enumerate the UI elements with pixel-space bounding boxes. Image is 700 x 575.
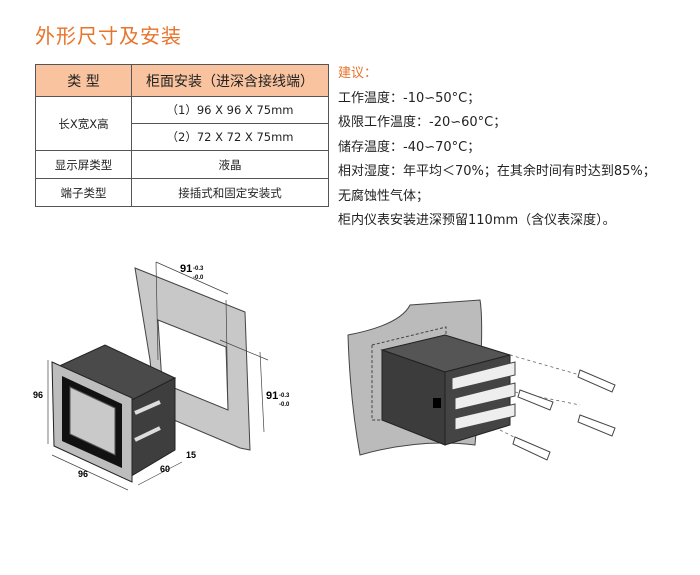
dimension-2: （2）72 X 72 X 75mm xyxy=(131,123,329,151)
header-type: 类 型 xyxy=(35,64,132,97)
note-line: 储存温度：-40∽70°C； xyxy=(338,139,481,155)
tolerance-upper: -0.3 xyxy=(279,393,290,399)
row-label-display: 显示屏类型 xyxy=(35,150,132,179)
recommendations: 建议： 工作温度：-10∽50°C； 极限工作温度：-20∽60°C； 储存温度… xyxy=(338,62,656,234)
header-mount: 柜面安装（进深含接线端） xyxy=(131,64,329,97)
bezel-label: 15 xyxy=(186,450,196,460)
terminal-type: 接插式和固定安装式 xyxy=(131,178,329,207)
front-width-label: 96 xyxy=(78,469,88,479)
row-label-terminal: 端子类型 xyxy=(35,178,132,207)
tolerance-lower: -0.0 xyxy=(193,275,204,281)
page-title: 外形尺寸及安装 xyxy=(35,24,182,48)
depth-label: 60 xyxy=(160,464,170,474)
note-line: 相对湿度：年平均＜70%；在其余时间有时达到85%； xyxy=(338,164,656,179)
terminal-connection-diagram xyxy=(347,299,616,461)
notes-heading: 建议： xyxy=(338,66,378,81)
tolerance-lower: -0.0 xyxy=(279,402,290,408)
note-line: 无腐蚀性气体； xyxy=(338,188,430,204)
cutout-width-label: 91 xyxy=(180,263,192,275)
note-line: 极限工作温度：-20∽60°C； xyxy=(338,115,507,130)
cutout-height-label: 91 xyxy=(266,390,278,402)
note-line: 柜内仪表安装进深预留110mm（含仪表深度）。 xyxy=(338,213,616,228)
dimension-1: （1）96 X 96 X 75mm xyxy=(131,96,329,124)
panel-cutout-diagram: 91 -0.3 -0.0 91 -0.3 -0.0 96 96 60 15 xyxy=(33,261,290,491)
front-height-label: 96 xyxy=(33,390,43,400)
note-line: 工作温度：-10∽50°C； xyxy=(338,90,481,106)
spec-table: 类 型柜面安装（进深含接线端） 长X宽X高（1）96 X 96 X 75mm （… xyxy=(35,64,329,207)
tolerance-upper: -0.3 xyxy=(193,266,204,272)
